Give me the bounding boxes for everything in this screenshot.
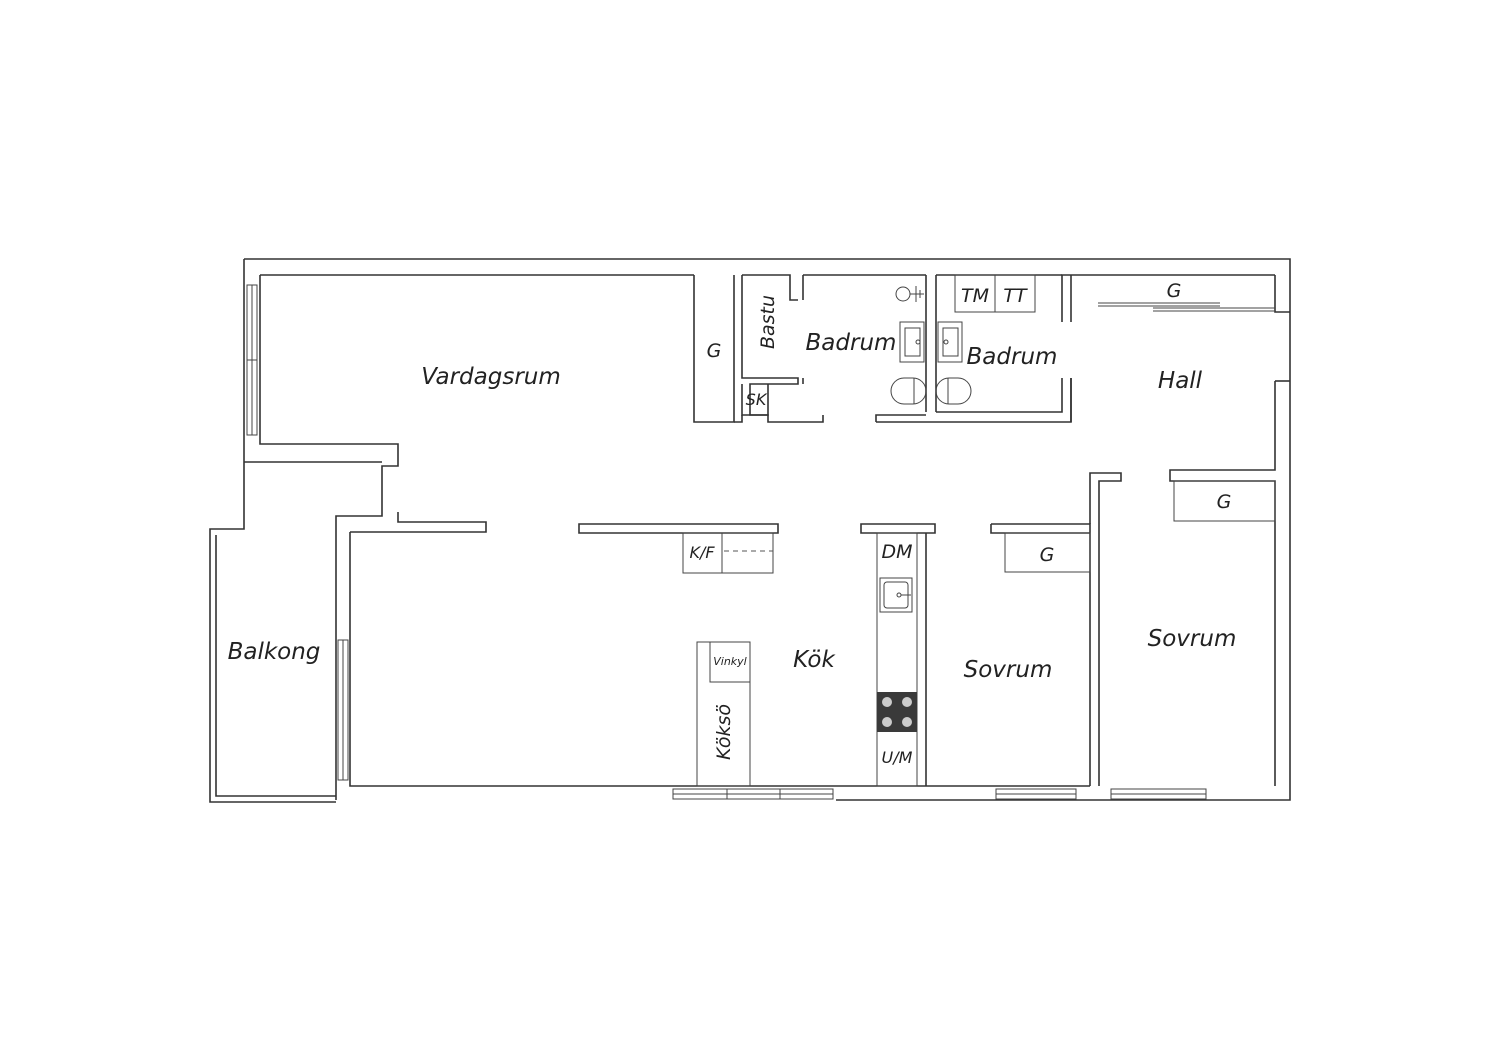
- outer-walls: [243, 258, 1291, 801]
- kitchen-counter-run: [876, 532, 918, 787]
- fridge-freezer-unit: [682, 532, 774, 574]
- kitchen-sink-icon: [879, 577, 913, 613]
- room-label-sovrum-1: Sovrum: [964, 657, 1053, 683]
- washer-dryer-cabinet: [954, 274, 1036, 313]
- sliding-wardrobe-hall: [1098, 302, 1275, 312]
- window-bedroom2-bottom: [1110, 788, 1207, 800]
- kitchen-island-label: Köksö: [713, 704, 735, 760]
- fridge-freezer-label: K/F: [689, 543, 715, 562]
- wardrobe-label-bedroom1: G: [1040, 544, 1055, 566]
- dishwasher-label: DM: [881, 541, 912, 563]
- room-label-badrum-1: Badrum: [806, 330, 897, 356]
- shower-head-icon: [895, 286, 924, 302]
- window-living-left: [246, 284, 258, 436]
- room-label-vardagsrum: Vardagsrum: [421, 364, 561, 390]
- sink-bathroom2-icon: [937, 321, 963, 363]
- toilet-bathroom2-icon: [935, 377, 972, 405]
- balcony-outline: [209, 461, 382, 803]
- sauna-stove-label: SK: [746, 390, 768, 409]
- bedroom-walls: [925, 472, 1122, 786]
- kitchen-island: [696, 641, 751, 787]
- wine-cooler-label: Vinkyl: [713, 655, 747, 668]
- sink-bathroom1-icon: [899, 321, 925, 363]
- wardrobe-bedroom2: [1173, 480, 1276, 522]
- room-label-sovrum-2: Sovrum: [1148, 626, 1237, 652]
- washer-label: TM: [961, 285, 989, 307]
- room-label-kok: Kök: [793, 647, 836, 673]
- oven-micro-label: U/M: [882, 748, 913, 767]
- kitchen-counter-wall: [578, 523, 936, 534]
- toilet-bathroom1-icon: [890, 377, 927, 405]
- wardrobe-label-living: G: [707, 340, 722, 362]
- wardrobe-label-hall: G: [1167, 280, 1182, 302]
- room-label-badrum-2: Badrum: [967, 344, 1058, 370]
- wardrobe-bedroom1: [1004, 532, 1091, 573]
- dryer-label: TT: [1003, 285, 1028, 307]
- room-label-bastu: Bastu: [757, 295, 779, 349]
- window-kitchen-bottom: [672, 788, 834, 800]
- wardrobe-label-bedroom2: G: [1217, 491, 1232, 513]
- room-label-balkong: Balkong: [228, 639, 321, 665]
- hall-walls: [1070, 274, 1275, 422]
- window-balcony-door: [337, 639, 349, 781]
- wardrobe-living: [693, 275, 735, 423]
- window-bedroom1-bottom: [995, 788, 1077, 800]
- room-label-hall: Hall: [1158, 368, 1203, 394]
- stove-icon: [877, 692, 917, 732]
- sauna-walls: [734, 274, 824, 423]
